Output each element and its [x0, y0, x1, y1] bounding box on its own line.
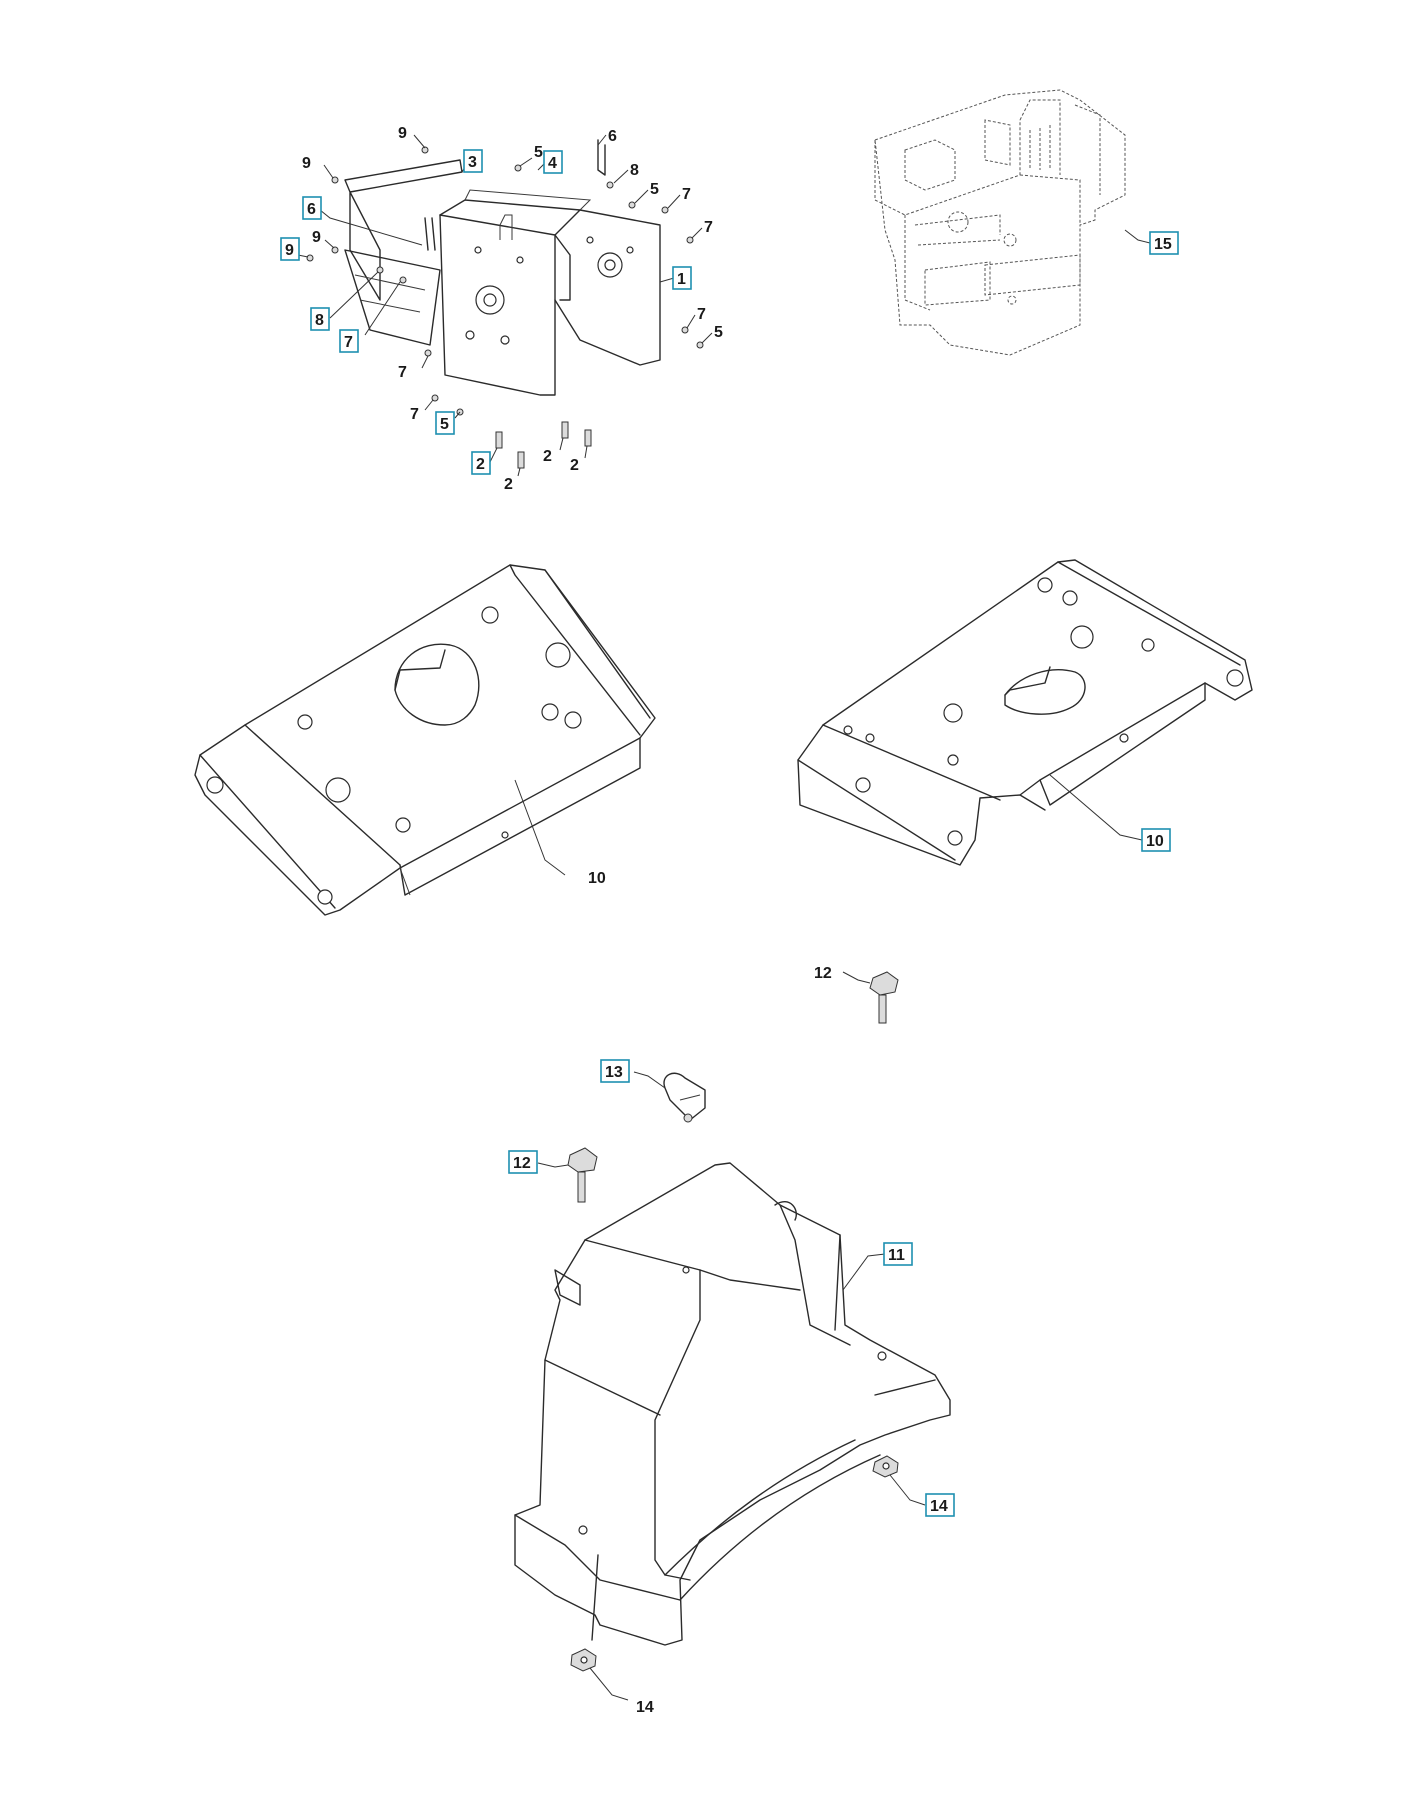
callout-9: 9	[398, 125, 407, 142]
part-1-bracket	[439, 214, 556, 396]
bolt-12-left	[567, 1147, 598, 1203]
callout-10: 10	[1146, 833, 1164, 850]
fastener-group	[306, 139, 704, 469]
callout-4: 4	[548, 155, 557, 172]
callout-9: 9	[302, 155, 311, 172]
callout-13: 13	[605, 1064, 623, 1081]
callout-1: 1	[677, 271, 686, 288]
callout-14: 14	[636, 1699, 654, 1716]
callout-2: 2	[476, 456, 485, 473]
callout-highlight-box	[543, 150, 563, 174]
callout-highlight-box	[280, 237, 300, 261]
callout-7: 7	[410, 406, 419, 423]
callout-2: 2	[504, 476, 513, 493]
bolt-12-top	[869, 971, 899, 1024]
callout-7: 7	[697, 306, 706, 323]
plate-10-right-view	[797, 559, 1253, 866]
plate-10-left-view	[194, 564, 656, 916]
part-shield	[344, 249, 441, 346]
callout-highlight-box	[471, 451, 491, 475]
callout-7: 7	[398, 364, 407, 381]
part-11-cover	[514, 1162, 951, 1646]
callout-8: 8	[315, 312, 324, 329]
leader-lines	[297, 134, 1151, 1701]
callout-7: 7	[682, 186, 691, 203]
callout-highlight-box	[302, 196, 322, 220]
callout-highlight-box	[1149, 231, 1179, 255]
bracket-assembly	[306, 139, 704, 469]
callout-5: 5	[650, 181, 659, 198]
callout-highlight-box	[508, 1150, 538, 1174]
callout-5: 5	[714, 324, 723, 341]
callout-7: 7	[344, 334, 353, 351]
callout-8: 8	[630, 162, 639, 179]
nut-14-right	[872, 1455, 899, 1478]
callout-15: 15	[1154, 236, 1172, 253]
callout-highlight-box	[883, 1242, 913, 1266]
callout-2: 2	[543, 448, 552, 465]
engine-reference	[874, 89, 1126, 356]
callout-highlight-box	[600, 1059, 630, 1083]
callout-5: 5	[534, 144, 543, 161]
callout-highlight-box	[310, 307, 330, 331]
callout-7: 7	[704, 219, 713, 236]
callout-highlight-box	[435, 411, 455, 435]
callout-10: 10	[588, 870, 606, 887]
callout-highlight-box	[339, 329, 359, 353]
callout-14: 14	[930, 1498, 948, 1515]
engine-outline	[874, 89, 1126, 356]
callout-11: 11	[888, 1247, 905, 1264]
callout-2: 2	[570, 457, 579, 474]
callout-5: 5	[440, 416, 449, 433]
callout-9: 9	[285, 242, 294, 259]
clip-13	[663, 1072, 706, 1123]
callout-labels: 9 9 3 5 4 6 8 5 7 6 9 9 7 1 8 7 7 5 7 7 …	[280, 125, 1179, 1716]
callout-6: 6	[307, 201, 316, 218]
callout-12: 12	[513, 1155, 531, 1172]
cover-assembly	[514, 971, 951, 1672]
callout-9: 9	[312, 229, 321, 246]
callout-6: 6	[608, 128, 617, 145]
callout-12: 12	[814, 965, 832, 982]
callout-highlight-box	[672, 266, 692, 290]
nut-14-bottom	[570, 1648, 597, 1672]
part-10-plate-left	[194, 564, 656, 916]
callout-highlight-box	[925, 1493, 955, 1517]
callout-highlight-box	[1141, 828, 1171, 852]
callout-3: 3	[468, 154, 477, 171]
callout-highlight-box	[463, 149, 483, 173]
